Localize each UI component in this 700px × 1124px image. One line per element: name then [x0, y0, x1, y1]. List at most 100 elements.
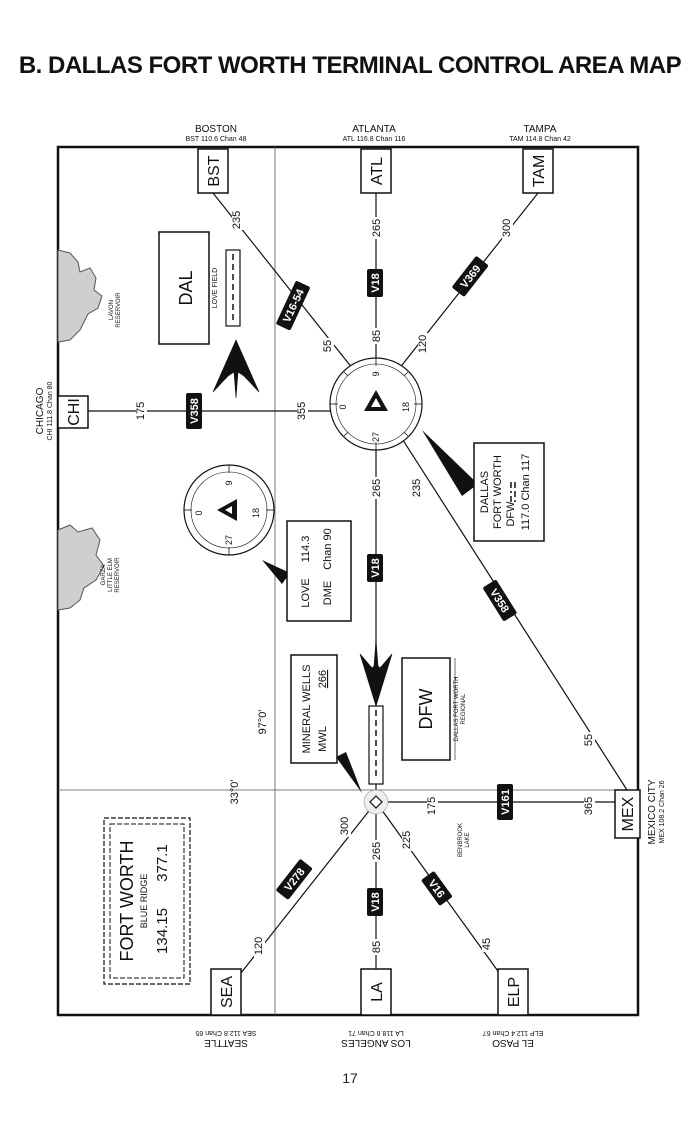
airway-label: V18 [370, 273, 382, 293]
station-name: BOSTON [195, 124, 237, 135]
radial-label: 120 [253, 937, 265, 955]
lavon-label-2: RESERVOIR [116, 292, 122, 328]
station-boston: BOSTON BST 110.6 Chan 48 BST [186, 124, 247, 194]
station-freq: ELP 112.4 Chan 67 [483, 1029, 544, 1036]
station-freq: SEA 112.8 Chan 65 [195, 1029, 256, 1036]
info-line: MWL [317, 726, 329, 752]
garza-label: GARZA [101, 565, 107, 586]
radial-label: 265 [371, 842, 383, 860]
garza-label-3: RESERVOIR [115, 557, 121, 593]
info-line: DALLAS [479, 471, 491, 513]
info-line: FORT WORTH [492, 455, 504, 529]
station-mexico: MEX MEXICO CITY MEX 108.2 Chan 26 [614, 779, 666, 845]
info-line: 117.0 Chan 117 [520, 454, 532, 531]
station-id: CHI [66, 398, 83, 426]
love-vor-info-box: LOVE 114.3 DME Chan 90 [286, 520, 352, 622]
radial-label: 235 [411, 479, 423, 497]
radial-label: 45 [481, 938, 493, 950]
station-id: SEA [219, 976, 236, 1008]
station-tampa: TAMPA TAM 114.8 Chan 42 TAM [509, 124, 571, 194]
station-chicago: CHI CHICAGO CHI 111.8 Chan 80 [35, 381, 89, 440]
dfw-vor-compass: 0 9 18 27 [329, 357, 423, 451]
radial-label: 175 [426, 797, 438, 815]
radial-label: 225 [401, 831, 413, 849]
mineral-wells-info-box: MINERAL WELLS MWL 266 [290, 654, 338, 764]
station-id: ATL [369, 157, 386, 185]
fw-freq-1: 134.15 [154, 908, 171, 954]
dal-id: DAL [176, 270, 196, 305]
dfw-airport-box: DFW DALLAS FORT WORTH REGIONAL [368, 657, 467, 785]
dfw-arrow-icon [359, 639, 393, 708]
info-line: 114.3 [300, 536, 312, 563]
dal-arrow-icon [212, 339, 260, 399]
dal-label: LOVE FIELD [212, 268, 219, 308]
radial-line [225, 801, 377, 993]
benbrook-label: BENBROOK [458, 823, 464, 857]
station-name: LOS ANGELES [341, 1037, 411, 1048]
mineral-wells-waypoint [363, 789, 389, 815]
dfw-vor-info-box: DALLAS FORT WORTH DFW 117.0 Chan 117 [473, 442, 545, 542]
station-freq: ATL 116.8 Chan 116 [343, 136, 406, 143]
info-line: DFW [505, 501, 517, 527]
dfw-label: DALLAS FORT WORTH [454, 676, 460, 741]
airway-label: V18 [370, 558, 382, 578]
lavon-reservoir [57, 249, 103, 343]
station-freq: CHI 111.8 Chan 80 [47, 381, 54, 440]
dfw-label-2: REGIONAL [461, 693, 467, 725]
radial-label: 300 [339, 817, 351, 835]
station-name: CHICAGO [35, 387, 46, 434]
station-freq: TAM 114.8 Chan 42 [509, 136, 571, 143]
lavon-label: LAVON [109, 300, 115, 320]
compass-east: 9 [224, 480, 234, 485]
station-id: ELP [506, 977, 523, 1007]
fw-freq-2: 377.1 [154, 844, 171, 882]
dfw-id: DFW [416, 688, 436, 729]
page-title: B. DALLAS FORT WORTH TERMINAL CONTROL AR… [18, 52, 682, 79]
radial-label: 365 [583, 797, 595, 815]
benbrook-label-2: LAKE [465, 832, 471, 847]
radial-label: 235 [231, 211, 243, 229]
station-name: EL PASO [492, 1037, 534, 1048]
info-line: Chan 90 [322, 528, 334, 570]
station-id: BST [206, 155, 223, 186]
station-id: LA [369, 982, 386, 1002]
station-freq: MEX 108.2 Chan 26 [659, 780, 666, 843]
garza-label-2: LITTLE ELM [108, 558, 114, 592]
radial-label: 355 [296, 402, 308, 420]
compass-west: 27 [371, 432, 381, 442]
compass-west: 27 [224, 535, 234, 545]
airway-label: V161 [500, 789, 512, 815]
station-atlanta: ATLANTA ATL 116.8 Chan 116 ATL [343, 124, 406, 194]
fw-sub: BLUE RIDGE [139, 874, 149, 929]
dfw-pointer [422, 430, 478, 496]
station-elpaso: ELP EL PASO ELP 112.4 Chan 67 [483, 968, 544, 1048]
dal-airport-box: DAL LOVE FIELD [158, 231, 241, 345]
radial-label: 55 [322, 340, 334, 352]
mwl-pointer [336, 752, 362, 793]
station-name: SEATTLE [204, 1037, 248, 1048]
radial-label: 120 [417, 335, 429, 353]
station-id: MEX [620, 796, 637, 831]
compass-south: 18 [251, 508, 261, 518]
station-seattle: SEA SEATTLE SEA 112.8 Chan 65 [195, 968, 256, 1048]
fw-name: FORT WORTH [117, 841, 137, 962]
compass-south: 18 [401, 402, 411, 412]
compass-north: 0 [194, 510, 204, 515]
radial-label: 55 [583, 734, 595, 746]
info-line: LOVE [300, 578, 312, 607]
radial-label: 265 [371, 479, 383, 497]
compass-north: 0 [338, 404, 348, 409]
fort-worth-freq-box: FORT WORTH BLUE RIDGE 134.15 377.1 [103, 817, 191, 985]
morse-code-icon [510, 482, 516, 502]
radial-label: 85 [371, 941, 383, 953]
page-number: 17 [342, 1070, 358, 1086]
station-name: ATLANTA [352, 124, 396, 135]
station-name: TAMPA [524, 124, 557, 135]
radial-label: 85 [371, 330, 383, 342]
compass-east: 9 [371, 371, 381, 376]
station-id: TAM [531, 155, 548, 188]
station-freq: BST 110.6 Chan 48 [186, 136, 247, 143]
radial-label: 265 [371, 219, 383, 237]
radial-label: 175 [135, 402, 147, 420]
airway-label: V358 [189, 398, 201, 424]
